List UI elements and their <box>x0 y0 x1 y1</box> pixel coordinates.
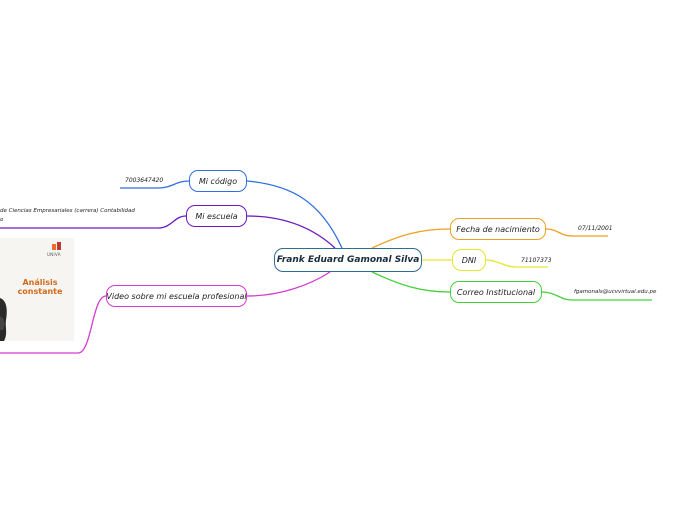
link-video <box>246 271 331 297</box>
branch-fecha-nacimiento[interactable]: Fecha de nacimiento <box>450 218 546 240</box>
branch-video-label: Video sobre mi escuela profesional <box>106 291 247 301</box>
branch-video[interactable]: Video sobre mi escuela profesional <box>106 285 247 307</box>
link-correo <box>371 271 451 293</box>
leaf-underline-nacimiento <box>545 228 608 237</box>
branch-dni-label: DNI <box>461 255 477 265</box>
leaf-underline-video <box>0 295 107 354</box>
leaf-underline-dni <box>485 259 548 268</box>
thumbnail-caption: Análisis constante <box>17 278 63 296</box>
branch-mi-codigo[interactable]: Mi código <box>189 170 247 192</box>
logo-mark-left <box>52 244 56 250</box>
leaf-underline-codigo <box>120 180 190 189</box>
branch-correo-institucional[interactable]: Correo Institucional <box>450 281 542 303</box>
branch-fecha-nacimiento-label: Fecha de nacimiento <box>456 224 540 234</box>
link-codigo <box>246 180 343 249</box>
branch-mi-codigo-label: Mi código <box>198 176 238 186</box>
leaf-escuela-line2: o <box>0 217 4 223</box>
central-topic[interactable]: Frank Eduard Gamonal Silva <box>274 248 422 272</box>
branch-mi-escuela-label: Mi escuela <box>195 211 238 221</box>
leaf-codigo-value: 7003647420 <box>125 177 164 184</box>
leaf-escuela-line1: de Ciencias Empresariales (carrera) Cont… <box>0 208 135 214</box>
logo-mark-right <box>57 242 61 250</box>
central-topic-label: Frank Eduard Gamonal Silva <box>276 255 420 265</box>
branch-correo-label: Correo Institucional <box>456 287 536 297</box>
link-nacimiento <box>371 228 451 249</box>
link-escuela <box>246 215 336 249</box>
branch-dni[interactable]: DNI <box>452 249 486 271</box>
leaf-underline-correo <box>541 291 652 301</box>
leaf-nacimiento-value: 07/11/2001 <box>578 225 613 232</box>
thumbnail-graphic <box>0 238 74 341</box>
thumbnail-logo-text: UNIVA <box>47 252 61 257</box>
video-thumbnail[interactable]: UNIVA Análisis constante <box>0 238 74 341</box>
leaf-correo-value: fgamonals@ucvvirtual.edu.pe <box>574 289 657 295</box>
branch-mi-escuela[interactable]: Mi escuela <box>186 205 247 227</box>
leaf-underline-escuela <box>0 215 187 229</box>
leaf-dni-value: 71107373 <box>521 257 552 264</box>
